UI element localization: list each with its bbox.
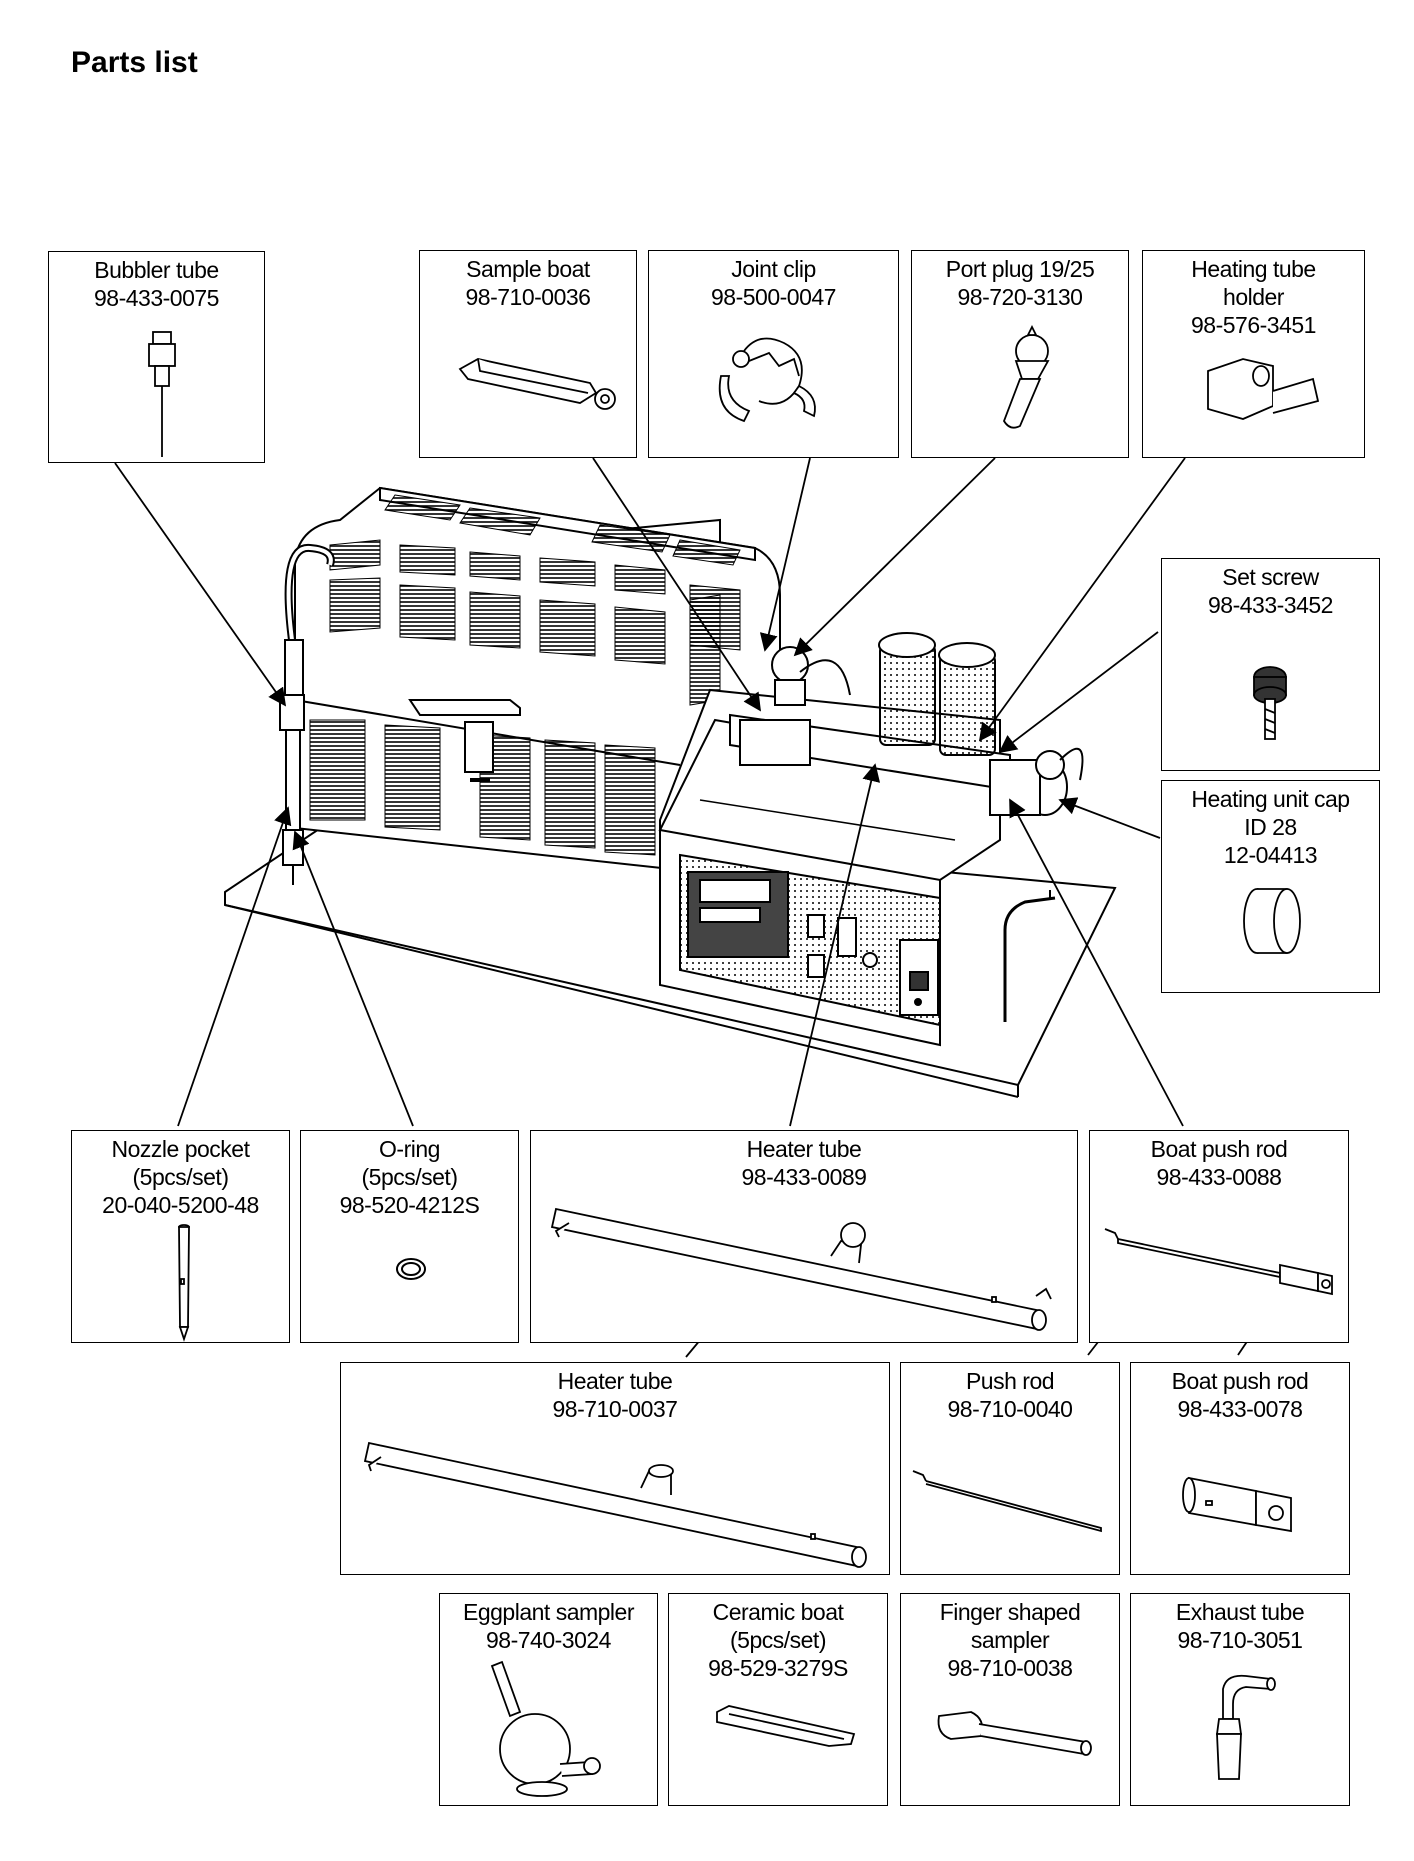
o-ring-icon — [396, 1258, 426, 1280]
part-name2: holder — [1223, 284, 1284, 310]
part-name: Push rod — [965, 1368, 1055, 1394]
nozzle-pocket-icon — [178, 1224, 190, 1342]
set-screw-icon — [1253, 666, 1287, 740]
part-number: 98-710-0040 — [947, 1396, 1073, 1422]
part-number: 98-740-3024 — [486, 1627, 611, 1653]
part-number: 98-433-3452 — [1208, 592, 1333, 618]
part-name: Sample boat — [466, 256, 590, 282]
part-name: Bubbler tube — [94, 257, 219, 283]
ceramic-boat-icon — [716, 1705, 856, 1747]
part-name: Joint clip — [731, 256, 816, 282]
part-number: 98-710-0037 — [552, 1396, 678, 1422]
part-number: 98-433-0078 — [1177, 1396, 1303, 1422]
part-name: Finger shaped — [939, 1599, 1081, 1625]
push-rod-icon — [912, 1470, 1102, 1533]
part-name: Boat push rod — [1171, 1368, 1309, 1394]
part-number: 98-710-3051 — [1177, 1627, 1303, 1653]
part-number: 98-433-0089 — [741, 1164, 867, 1190]
part-name2: sampler — [970, 1627, 1050, 1653]
part-name: Eggplant sampler — [463, 1599, 635, 1625]
part-name: Heater tube — [557, 1368, 673, 1394]
part-number: 98-720-3130 — [957, 284, 1083, 310]
part-number: 98-433-0075 — [94, 285, 219, 311]
part-o-ring: O-ring(5pcs/set)98-520-4212S — [300, 1130, 519, 1343]
part-name: Boat push rod — [1150, 1136, 1288, 1162]
part-name: Heater tube — [746, 1136, 862, 1162]
eggplant-sampler-icon — [490, 1660, 601, 1797]
part-name: Heating unit cap — [1191, 786, 1350, 812]
part-name2: (5pcs/set) — [361, 1164, 458, 1190]
part-number: 20-040-5200-48 — [102, 1192, 259, 1218]
part-number: 98-710-0038 — [947, 1655, 1073, 1681]
part-number: 98-576-3451 — [1191, 312, 1316, 338]
part-name: Exhaust tube — [1175, 1599, 1305, 1625]
page-title: Parts list — [71, 46, 198, 79]
part-number: 98-710-0036 — [465, 284, 591, 310]
part-name: Port plug 19/25 — [945, 256, 1095, 282]
heating-tube-holder-icon — [1207, 358, 1320, 420]
finger-shaped-sampler-icon — [937, 1711, 1092, 1756]
heater-tube-icon — [363, 1441, 867, 1568]
boat-push-rod-icon — [1182, 1476, 1292, 1533]
part-number: 98-520-4212S — [339, 1192, 480, 1218]
bubbler-tube-icon — [148, 331, 176, 457]
part-name2: (5pcs/set) — [132, 1164, 229, 1190]
joint-clip-icon — [718, 337, 816, 423]
port-plug-icon — [1003, 324, 1050, 429]
boat-push-rod-icon — [1104, 1228, 1333, 1296]
part-number: 98-529-3279S — [708, 1655, 848, 1681]
part-name: Nozzle pocket — [111, 1136, 250, 1162]
part-number: 98-500-0047 — [711, 284, 836, 310]
part-number: 12-04413 — [1223, 842, 1318, 868]
part-ceramic-boat: Ceramic boat(5pcs/set)98-529-3279S — [668, 1593, 888, 1806]
heating-unit-cap-icon — [1243, 888, 1301, 954]
part-name2: (5pcs/set) — [730, 1627, 826, 1653]
part-name: O-ring — [379, 1136, 440, 1162]
exhaust-tube-icon — [1215, 1674, 1276, 1780]
part-name2: ID 28 — [1244, 814, 1297, 840]
part-name: Set screw — [1222, 564, 1319, 590]
part-name: Heating tube — [1191, 256, 1316, 282]
part-name: Ceramic boat — [712, 1599, 844, 1625]
sample-boat-icon — [458, 358, 616, 410]
heater-tube-icon — [550, 1207, 1052, 1331]
part-number: 98-433-0088 — [1156, 1164, 1282, 1190]
part-nozzle-pocket: Nozzle pocket(5pcs/set)20-040-5200-48 — [71, 1130, 290, 1343]
